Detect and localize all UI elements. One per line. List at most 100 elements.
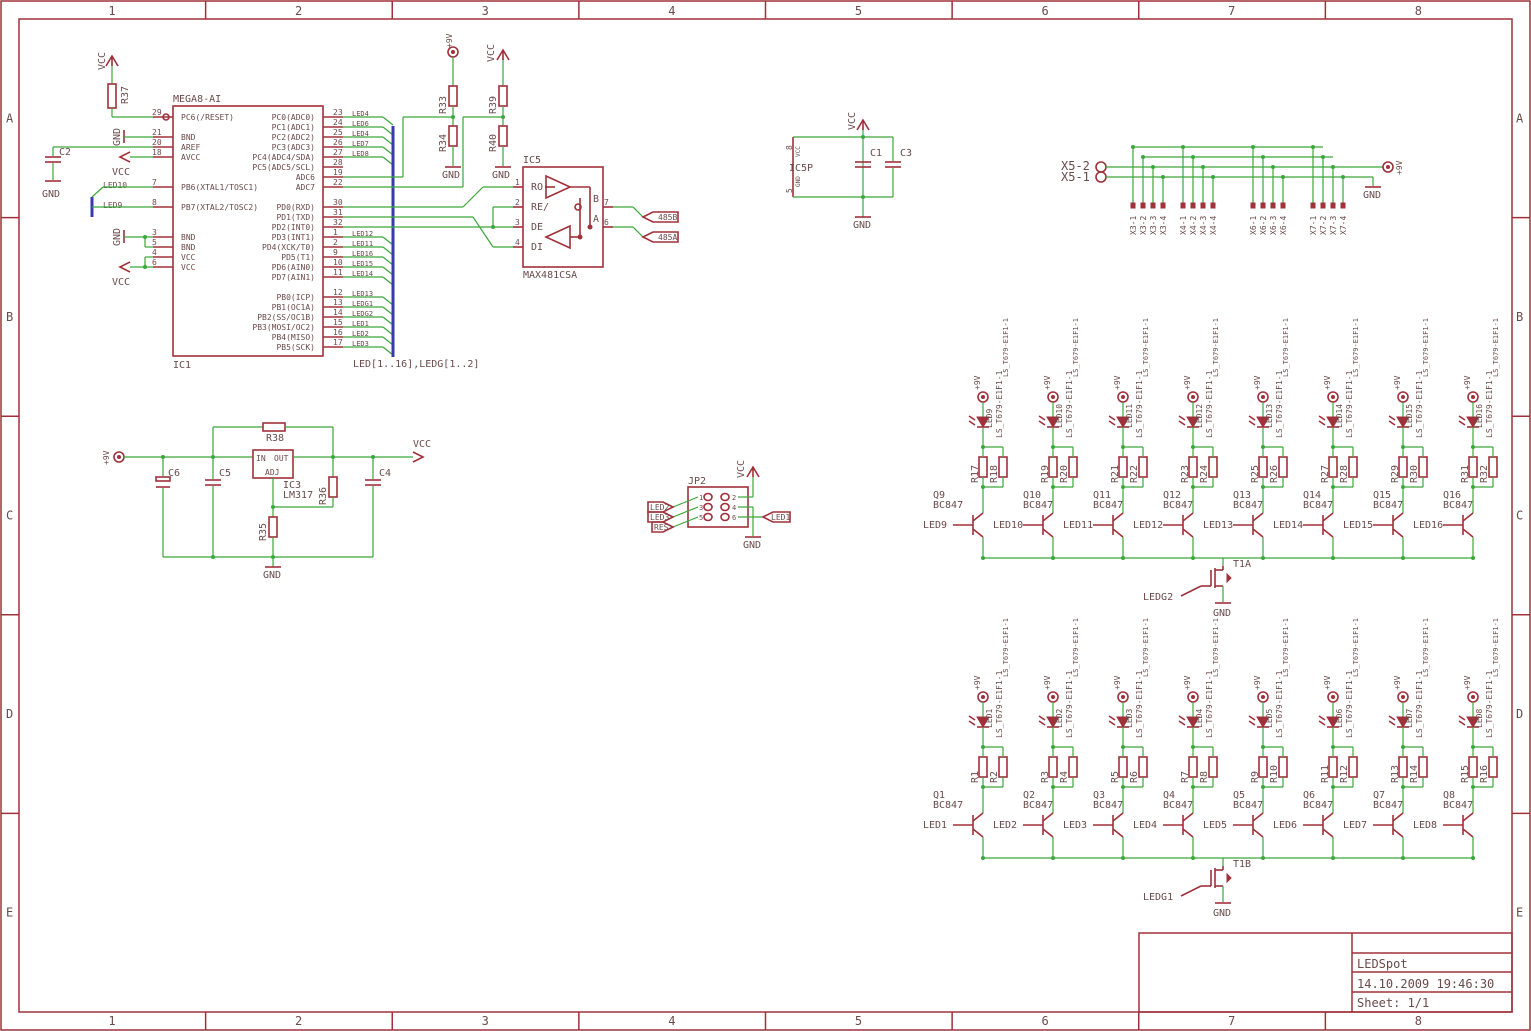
vcc-jp2: VCC <box>736 460 747 478</box>
transistor-ref: Q7 <box>1373 790 1385 801</box>
led-light-arrows <box>968 715 976 726</box>
ic5-left-pin-number: 4 <box>515 238 520 247</box>
led-part-top: LS_T679-E1F1-1 <box>1072 318 1080 377</box>
connector-junction <box>1281 175 1285 179</box>
led-ref: LED8 <box>1475 709 1484 728</box>
x5-1-label: X5-1 <box>1061 170 1090 184</box>
mcu-net-label: LED2 <box>352 330 369 338</box>
c3-label: C3 <box>900 148 912 159</box>
title-sheet: Sheet: 1/1 <box>1357 996 1429 1010</box>
led-icon <box>976 416 990 428</box>
led-part: LS_T679-E1F1-1 <box>1275 370 1284 438</box>
led-icon <box>1396 416 1410 428</box>
mcu-right-pin-name: PC3(ADC3) <box>272 143 315 152</box>
mcu-net-label: LED16 <box>352 250 373 258</box>
gnd-r40: GND <box>492 170 510 181</box>
resistor-ref: R31 <box>1460 465 1471 483</box>
transistor-emitter <box>972 828 984 838</box>
led-light-arrows <box>1248 715 1256 726</box>
mcu-right-pin-name: PC4(ADC4/SDA) <box>252 153 315 162</box>
led-light-arrows <box>1318 415 1326 426</box>
mcu-net-bus-entry <box>382 116 394 126</box>
supply-9v-dot <box>1471 695 1475 699</box>
led-icon <box>1326 416 1340 428</box>
led-part-top: LS_T679-E1F1-1 <box>1282 318 1290 377</box>
fet-gnd-label: GND <box>1213 908 1231 919</box>
connector-junction <box>1251 145 1255 149</box>
led-icon <box>1466 716 1480 728</box>
frame-row-label-left: E <box>6 906 13 920</box>
transistor-emitter <box>1322 528 1334 538</box>
supply-9v-label: +9V <box>1253 375 1262 390</box>
jp2-label: JP2 <box>688 476 706 487</box>
ic5-left-pin-number: 1 <box>515 178 520 187</box>
transistor-collector <box>1112 512 1124 522</box>
transistor-base-net: LED7 <box>1343 820 1367 831</box>
fet-diode <box>1226 572 1232 584</box>
resistor-ref: R32 <box>1479 465 1490 483</box>
supply-9v-label: +9V <box>1043 375 1052 390</box>
transistor-base-net: LED12 <box>1133 520 1163 531</box>
connector-junction <box>1191 155 1195 159</box>
ic5-left-pin-number: 3 <box>515 218 520 227</box>
resistor-ref: R11 <box>1320 765 1331 783</box>
connector-label: X6-2 <box>1259 216 1268 235</box>
mcu-net-bus-entry <box>382 246 394 256</box>
resistor-ref: R24 <box>1199 465 1210 483</box>
mcu-right-pin-number: 32 <box>333 218 343 227</box>
resistor-icon <box>998 456 1008 478</box>
led-ref: LED15 <box>1405 404 1414 428</box>
connector-junction <box>1261 155 1265 159</box>
transistor-part: BC847 <box>1023 800 1053 811</box>
frame-col-label-bottom: 7 <box>1228 1014 1235 1028</box>
net-led9: LED9 <box>103 201 122 210</box>
connector-label: X4-2 <box>1189 216 1198 235</box>
transistor-emitter <box>1392 528 1404 538</box>
transistor-ref: Q3 <box>1093 790 1105 801</box>
led-ref: LED5 <box>1265 709 1274 728</box>
led-light-arrows <box>1178 415 1186 426</box>
ic5-ref: IC5 <box>523 155 541 166</box>
led-part: LS_T679-E1F1-1 <box>995 670 1004 738</box>
mcu-right-pin-number: 2 <box>333 238 338 247</box>
connector-pin-icon <box>1280 202 1286 209</box>
supply-9v-dot <box>1191 695 1195 699</box>
connector-junction <box>1211 175 1215 179</box>
resistor-ref: R7 <box>1180 771 1191 783</box>
transistor-base-net: LED9 <box>923 520 947 531</box>
led-light-arrows <box>1248 415 1256 426</box>
connector-label: X7-2 <box>1319 216 1328 235</box>
connector-pin-icon <box>1180 202 1186 209</box>
transistor-emitter <box>1252 828 1264 838</box>
transistor-emitter <box>1252 528 1264 538</box>
led-ref: LED16 <box>1475 404 1484 428</box>
frame-col-label-top: 2 <box>295 4 302 18</box>
ic5p-pin5: 5 <box>785 188 794 193</box>
frame-row-label-left: A <box>6 111 14 125</box>
transistor-emitter <box>1322 828 1334 838</box>
transistor-part: BC847 <box>1163 800 1193 811</box>
resistor-icon <box>1208 456 1218 478</box>
resistor-icon <box>1068 756 1078 778</box>
transistor-part: BC847 <box>1373 800 1403 811</box>
mcu-right-pin-number: 16 <box>333 328 343 337</box>
transistor-base-net: LED16 <box>1413 520 1443 531</box>
mcu-left-pin-name: BND <box>181 243 196 252</box>
transistor-base-net: LED1 <box>923 820 947 831</box>
vcc-r39: VCC <box>486 44 497 62</box>
connector-pin-icon <box>1150 202 1156 209</box>
transistor-collector <box>1042 512 1054 522</box>
ic5p-gnd-name: GND <box>795 176 802 187</box>
resistor-icon <box>1488 756 1498 778</box>
transistor-emitter <box>1042 828 1054 838</box>
led-ref: LED10 <box>1055 404 1064 428</box>
connector-label: X7-4 <box>1339 216 1348 235</box>
resistor-icon <box>1138 756 1148 778</box>
reg-in: IN <box>256 454 266 463</box>
gnd-x5: GND <box>1363 190 1381 201</box>
mcu-right-pin-name: PB1(OC1A) <box>272 303 315 312</box>
mcu-net-label: LED4 <box>352 110 369 118</box>
fet-gnd-label: GND <box>1213 608 1231 619</box>
frame-col-label-top: 6 <box>1041 4 1048 18</box>
